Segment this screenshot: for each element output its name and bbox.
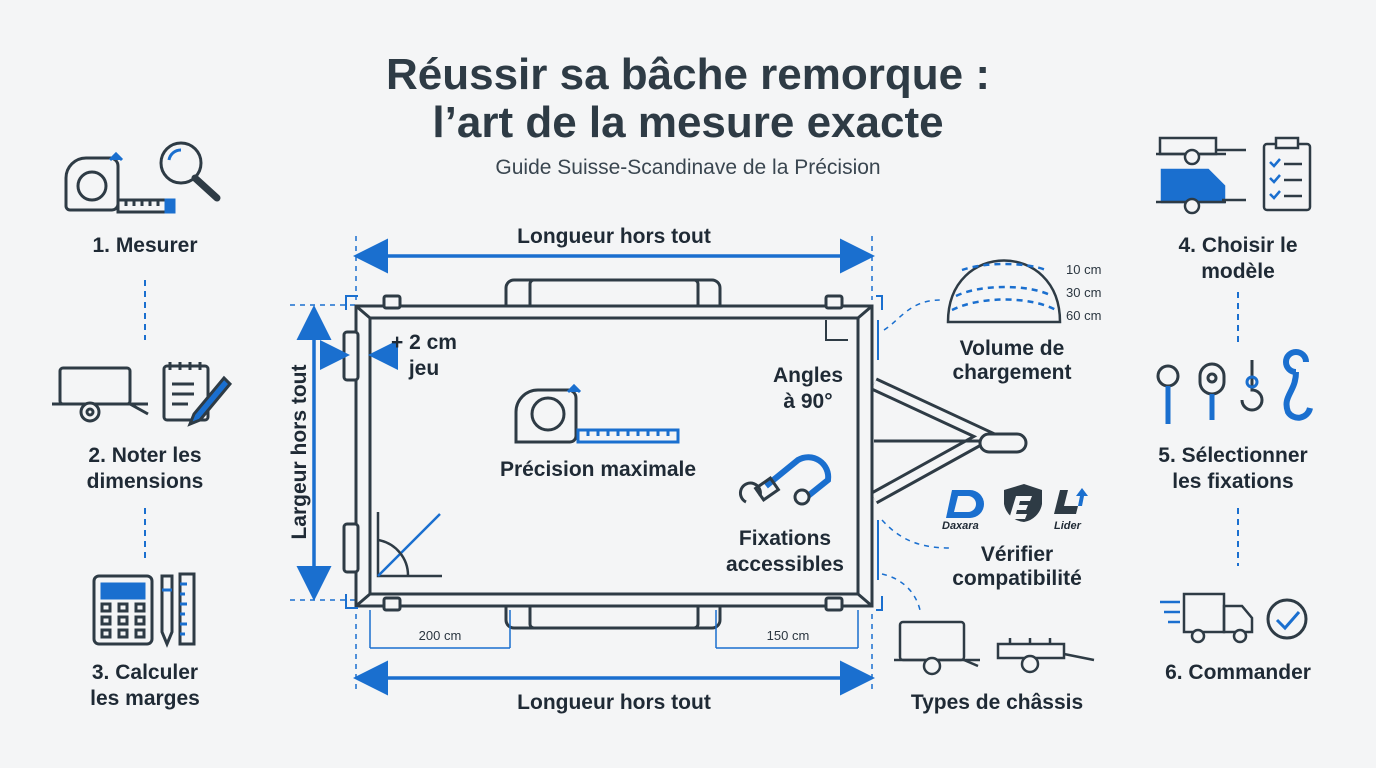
bottom-length-label: Longueur hors tout [517, 691, 711, 714]
step-2-label-line2: dimensions [86, 470, 204, 493]
calculator-icon [92, 574, 154, 646]
step-3-label-line1: 3. Calculer [91, 661, 199, 684]
brand-lider: Lider [1054, 520, 1081, 532]
step-4-label-line1: 4. Choisir le [1178, 234, 1298, 257]
daxara-logo-icon [946, 490, 984, 518]
height-30-label: 30 cm [1066, 285, 1102, 300]
tape-measure-center-icon [514, 383, 680, 444]
delivery-truck-icon [1160, 592, 1254, 644]
box-trailer-icon [894, 620, 980, 676]
angle-mark [825, 320, 848, 341]
fixations-label-line2: accessibles [726, 553, 844, 576]
subtitle: Guide Suisse-Scandinave de la Précision [495, 156, 881, 179]
chassis-label: Types de châssis [910, 691, 1084, 714]
height-10-label: 10 cm [1066, 262, 1102, 277]
right-angle-icon [376, 512, 442, 578]
e-logo-icon [1004, 484, 1042, 522]
angles-label-line2: à 90° [783, 390, 833, 413]
step-5-label-line2: les fixations [1172, 470, 1294, 493]
height-60-label: 60 cm [1066, 308, 1102, 323]
step-1-label: 1. Mesurer [92, 234, 198, 257]
title-line-1: Réussir sa bâche remorque : [385, 50, 990, 99]
compat-label-line2: compatibilité [952, 567, 1082, 590]
title-line-2: l’art de la mesure exacte [432, 98, 944, 147]
clearance-label-line2: jeu [408, 357, 440, 380]
angles-label-line1: Angles [772, 364, 843, 387]
tape-measure-icon [64, 151, 176, 214]
trailer-icon [52, 366, 149, 423]
width-label: Largeur hors tout [288, 364, 311, 540]
fixations-label-line1: Fixations [738, 527, 832, 550]
step-5-label-line1: 5. Sélectionner [1158, 444, 1308, 467]
precision-label: Précision maximale [499, 458, 697, 481]
brand-daxara: Daxara [942, 520, 979, 532]
pen-ruler-icon [160, 572, 196, 648]
check-circle-icon [1266, 598, 1308, 640]
compat-label-line1: Vérifier [980, 543, 1054, 566]
volume-label-line2: chargement [952, 361, 1072, 384]
top-length-label: Longueur hors tout [517, 225, 711, 248]
corner-brackets [345, 295, 883, 611]
magnifier-icon [159, 141, 221, 202]
volume-dome-icon [946, 259, 1062, 324]
checklist-icon [1262, 136, 1312, 212]
step-3-label-line2: les marges [90, 687, 200, 710]
wheel-offset-dims [369, 610, 859, 649]
trailer-frame [342, 278, 1028, 630]
dim-right-label: 150 cm [766, 628, 810, 643]
volume-label-line1: Volume de [959, 337, 1065, 360]
flatbed-trailer-icon [996, 638, 1095, 674]
dim-left-label: 200 cm [418, 628, 462, 643]
lider-logo-icon [1054, 488, 1088, 514]
step-4-label-line2: modèle [1201, 260, 1275, 283]
notepad-pencil-icon [162, 362, 233, 427]
hook-strap-icon [738, 454, 832, 506]
step-2-label-line1: 2. Noter les [88, 444, 202, 467]
step-6-label: 6. Commander [1165, 661, 1311, 684]
trailer-model-icons [1156, 136, 1246, 215]
clearance-label-line1: + 2 cm [391, 331, 457, 354]
fixation-hooks-icons [1156, 349, 1313, 424]
